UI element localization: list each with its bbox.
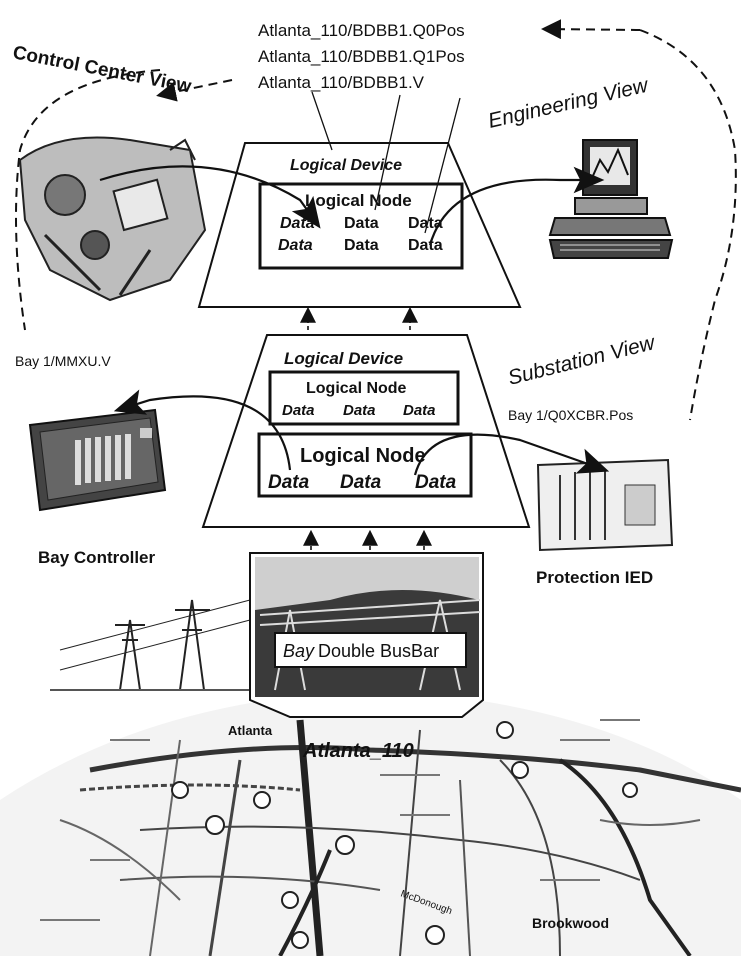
middle-node1-data-2: Data: [343, 402, 376, 419]
top-device-title: Logical Device: [290, 157, 402, 174]
bay-controller-label: Bay Controller: [38, 548, 156, 567]
control-center-view-label: Control Center View: [11, 42, 193, 97]
control-center-boundary: [15, 69, 161, 331]
road-map: Atlanta Brookwood McDonough: [0, 690, 741, 956]
engineering-workstation-icon: [548, 139, 674, 259]
middle-flow-arrows: [113, 389, 610, 476]
middle-node2-data-1: Data: [268, 472, 310, 493]
mmxu-label: Bay 1/MMXU.V: [15, 353, 111, 369]
attribute-q0pos: Atlanta_110/BDBB1.Q0Pos: [258, 21, 465, 40]
engineering-view-label: Engineering View: [486, 73, 652, 133]
device-to-device-links: [300, 306, 418, 330]
attribute-names: Atlanta_110/BDBB1.Q0Pos Atlanta_110/BDBB…: [258, 21, 465, 92]
attribute-v: Atlanta_110/BDBB1.V: [258, 73, 425, 92]
top-node-data-1-3: Data: [408, 215, 443, 232]
top-node-data-2-1: Data: [278, 237, 313, 254]
top-flow-arrows: [99, 165, 605, 246]
transmission-towers-icon: [50, 599, 260, 691]
attribute-leader-lines: [311, 91, 461, 234]
middle-node2-data-2: Data: [340, 472, 382, 493]
protection-ied-label: Protection IED: [536, 568, 653, 587]
protection-ied-icon: [536, 458, 674, 552]
bay-to-device-links: [303, 529, 432, 550]
middle-logical-device: Logical Device Logical Node Data Data Da…: [201, 334, 531, 528]
middle-node1-data-3: Data: [403, 402, 436, 419]
bay-label-bay: Bay: [283, 641, 315, 661]
attribute-q1pos: Atlanta_110/BDBB1.Q1Pos: [258, 47, 465, 66]
xcbr-label: Bay 1/Q0XCBR.Pos: [508, 407, 633, 423]
top-node-data-2-2: Data: [344, 237, 379, 254]
middle-device-title: Logical Device: [284, 349, 403, 368]
bay-name-box: [274, 632, 467, 668]
middle-logical-node-1: [268, 370, 460, 426]
map-place-atlanta: Atlanta: [228, 723, 273, 738]
middle-node2-title: Logical Node: [300, 445, 426, 467]
map-place-brookwood: Brookwood: [532, 915, 609, 931]
middle-node1-data-1: Data: [282, 402, 315, 419]
top-logical-device: Logical Device Logical Node Data Data Da…: [197, 142, 522, 308]
control-center-icon: [18, 136, 207, 302]
bay-label-busbar: Double BusBar: [318, 641, 439, 661]
bay-controller-icon: [28, 408, 167, 512]
top-node-title: Logical Node: [305, 191, 412, 210]
middle-node2-data-3: Data: [415, 472, 457, 493]
substation-view-label: Substation View: [506, 331, 659, 390]
top-node-data-2-3: Data: [408, 237, 443, 254]
middle-node1-title: Logical Node: [306, 380, 407, 397]
top-node-data-1-2: Data: [344, 215, 379, 232]
top-node-data-1-1: Data: [280, 215, 315, 232]
bay-double-busbar: Bay Double BusBar Atlanta_110: [249, 552, 484, 762]
station-name: Atlanta_110: [302, 740, 414, 762]
view-boundaries: [15, 19, 737, 421]
